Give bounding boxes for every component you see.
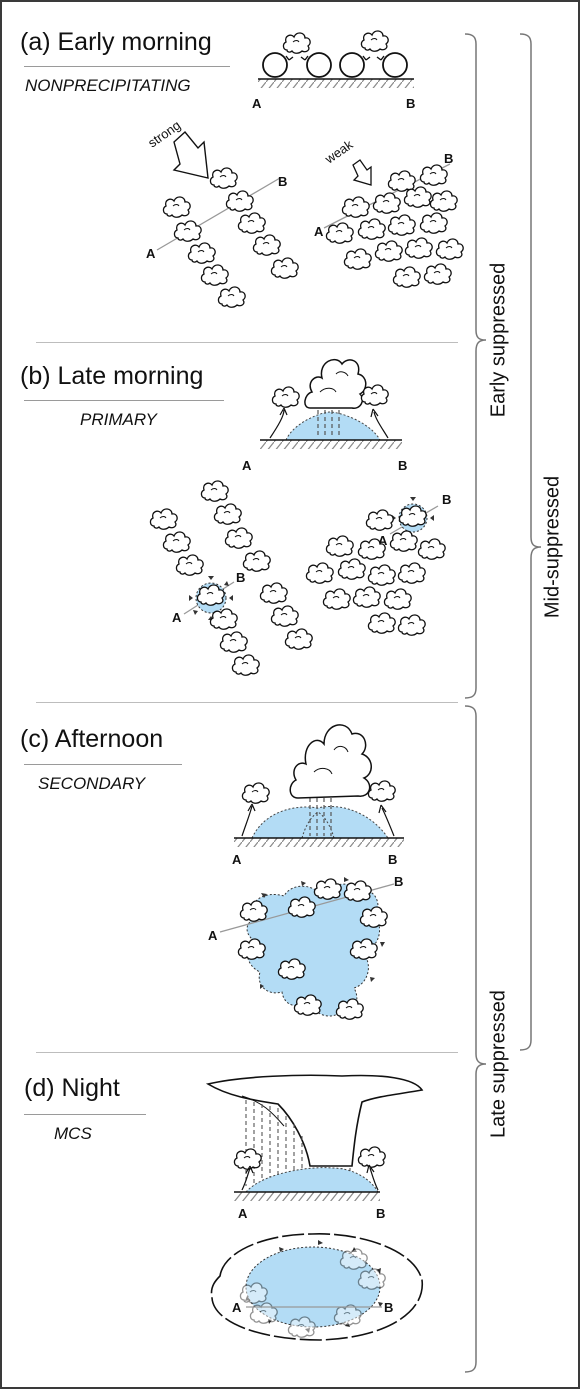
svg-text:A: A — [242, 458, 252, 473]
svg-text:A: A — [146, 246, 156, 261]
panel-d-title: (d) Night — [24, 1074, 120, 1102]
panel-a-rule — [24, 66, 230, 67]
panel-b-title: (b) Late morning — [20, 362, 204, 390]
svg-text:B: B — [388, 852, 397, 867]
svg-text:B: B — [376, 1206, 385, 1221]
panel-d-subtitle: MCS — [54, 1124, 92, 1143]
separator-cd — [36, 1052, 458, 1053]
svg-text:A: A — [232, 1300, 242, 1315]
cumulonimbus-icon — [304, 358, 367, 409]
bracket-late — [464, 705, 487, 1373]
svg-text:B: B — [394, 874, 403, 889]
cumulonimbus-icon — [289, 724, 372, 799]
svg-text:B: B — [236, 570, 245, 585]
weak-wind-label: weak — [321, 136, 356, 167]
svg-text:B: B — [444, 151, 453, 166]
cold-pool-icon — [246, 883, 380, 1017]
panel-d-cross-section: A B — [205, 1074, 424, 1221]
cold-pool-icon — [285, 411, 381, 441]
bracket-mid — [519, 33, 542, 1051]
panel-a-strong-wind-plan: strong A B — [145, 117, 299, 308]
cumulus-cloud-icon — [149, 480, 313, 676]
svg-text:B: B — [398, 458, 407, 473]
panel-b-strong-wind-plan: A B — [149, 480, 313, 676]
panel-b-subtitle: PRIMARY — [80, 410, 157, 429]
panel-a-label-a: A — [252, 96, 262, 111]
svg-text:A: A — [208, 928, 218, 943]
panel-a-weak-wind-plan: weak A B — [314, 136, 464, 288]
cumulus-cloud-icon — [325, 164, 464, 288]
panel-d-rule — [24, 1114, 146, 1115]
panel-a-subtitle: NONPRECIPITATING — [25, 76, 191, 95]
panel-c-cross-section: A B — [232, 724, 404, 867]
anvil-cloud-icon — [205, 1074, 424, 1167]
panel-c-subtitle: SECONDARY — [38, 774, 146, 793]
wind-arrow-icon — [352, 159, 372, 186]
svg-text:A: A — [314, 224, 324, 239]
svg-text:A: A — [232, 852, 242, 867]
svg-text:A: A — [378, 533, 388, 548]
panel-b-rule — [24, 400, 224, 401]
panel-d-plan: A B — [210, 1233, 423, 1341]
panel-c-rule — [24, 764, 182, 765]
separator-ab — [36, 342, 458, 343]
svg-text:B: B — [442, 492, 451, 507]
panel-a-title: (a) Early morning — [20, 28, 212, 56]
panel-b-weak-wind-plan: A B — [305, 492, 451, 636]
svg-text:A: A — [172, 610, 182, 625]
bracket-early — [464, 33, 487, 699]
panel-a-label-b: B — [406, 96, 415, 111]
cold-pool-icon — [251, 806, 389, 839]
panel-b-cross-section: A B — [242, 358, 407, 473]
svg-text:B: B — [278, 174, 287, 189]
svg-text:A: A — [238, 1206, 248, 1221]
panel-c-plan: A B — [208, 874, 403, 1020]
panel-a-cross-section: A B — [252, 30, 415, 111]
wind-arrow-icon — [172, 130, 209, 179]
svg-text:B: B — [384, 1300, 393, 1315]
panel-c-title: (c) Afternoon — [20, 725, 164, 753]
separator-bc — [36, 702, 458, 703]
cold-pool-icon — [244, 1167, 379, 1193]
